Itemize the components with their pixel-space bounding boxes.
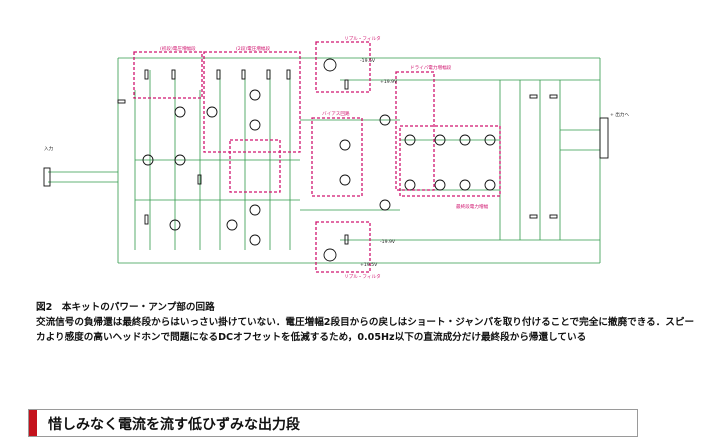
heading-accent-bar: [29, 410, 37, 436]
block-label-output: 最終段電力増幅: [456, 203, 489, 210]
section-heading: 惜しみなく電流を流す低ひずみな出力段: [28, 409, 638, 437]
transistor-symbols: [142, 58, 496, 262]
block-label-driver: ドライバ電力増幅段: [410, 64, 452, 71]
section-heading-text: 惜しみなく電流を流す低ひずみな出力段: [48, 417, 300, 433]
svg-text:+ 出力へ: + 出力へ: [610, 111, 629, 118]
svg-text:-19.5V: -19.5V: [360, 58, 376, 64]
output-connector: + 出力へ: [599, 111, 629, 159]
functional-blocks: [133, 41, 501, 273]
svg-text:-19.9V: -19.9V: [380, 239, 396, 245]
svg-text:入力: 入力: [44, 145, 54, 152]
wiring: [48, 70, 600, 250]
power-rails: [117, 57, 601, 264]
passive-components: [117, 69, 558, 245]
block-label-first-stage: (初段)電圧増幅段: [160, 45, 196, 52]
svg-text:+19.5V: +19.5V: [360, 262, 378, 268]
block-label-bias: バイアス回路: [322, 110, 350, 117]
circuit-schematic: + 出力へ 入力 (初段)電圧増幅段 (2段)電圧増幅段 リプル・フィルタ バイ…: [43, 35, 629, 280]
svg-text:+19.9V: +19.9V: [380, 79, 398, 85]
input-connector: 入力: [43, 145, 54, 187]
figure-caption-title: 図2 本キットのパワー・アンプ部の回路: [36, 302, 215, 313]
block-label-ripple-top: リプル・フィルタ: [344, 35, 381, 42]
block-labels: (初段)電圧増幅段 (2段)電圧増幅段 リプル・フィルタ バイアス回路 ドライバ…: [160, 35, 489, 280]
voltage-labels: -19.5V +19.5V -19.9V +19.9V: [360, 58, 398, 268]
figure-caption: 図2 本キットのパワー・アンプ部の回路 交流信号の負帰還は最終段からはいっさい掛…: [36, 300, 696, 345]
figure-caption-body: 交流信号の負帰還は最終段からはいっさい掛けていない．電圧増幅2段目からの戻しはシ…: [36, 317, 695, 343]
block-label-ripple-bottom: リプル・フィルタ: [344, 273, 381, 280]
block-label-second-stage: (2段)電圧増幅段: [236, 45, 270, 52]
